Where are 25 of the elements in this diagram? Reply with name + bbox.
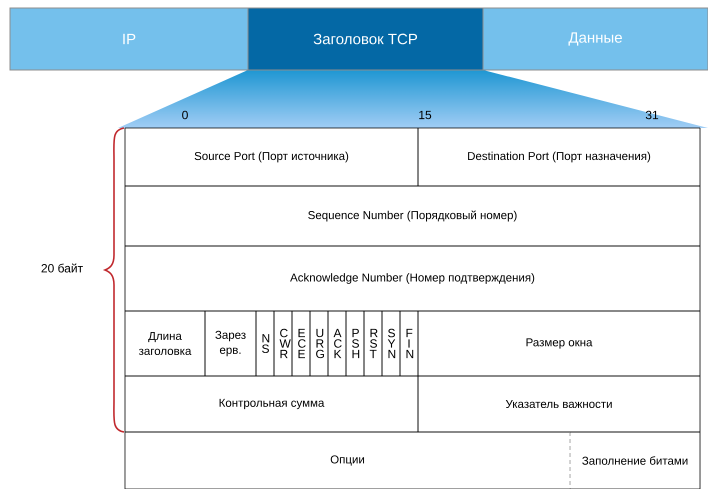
flag-cell: R S T [364, 310, 382, 376]
flag-cell: A C K [328, 310, 346, 376]
field-cell: Acknowledge Number (Номер подтверждения) [124, 246, 700, 312]
header-segment-box: Заголовок TCP [248, 8, 484, 70]
field-cell: Destination Port (Порт назначения) [418, 128, 700, 186]
size-label: 20 байт [42, 263, 83, 272]
field-cell: Размер окна [418, 310, 700, 376]
field-cell: Указатель важности [418, 376, 700, 432]
field-cell: Опции [124, 432, 570, 489]
bit-number: 15 [419, 110, 432, 120]
flag-cell: N S [256, 310, 274, 376]
segment-box: IP [10, 8, 248, 70]
field-cell: Длина заголовка [124, 310, 206, 376]
flag-cell: C W R [274, 310, 292, 376]
segment-box: Данные [482, 8, 708, 70]
flag-cell: E C E [292, 310, 310, 376]
flag-cell: P S H [346, 310, 364, 376]
field-cell: Sequence Number (Порядковый номер) [124, 186, 700, 246]
field-cell: Source Port (Порт источника) [124, 128, 418, 186]
flag-cell: S Y N [382, 310, 400, 376]
field-cell: Заполнение битами [570, 432, 700, 489]
flag-cell: U R G [310, 310, 328, 376]
flag-cell: F I N [400, 310, 418, 376]
field-cell: Контрольная сумма [124, 376, 418, 432]
field-cell: Зарез ерв. [204, 310, 256, 376]
